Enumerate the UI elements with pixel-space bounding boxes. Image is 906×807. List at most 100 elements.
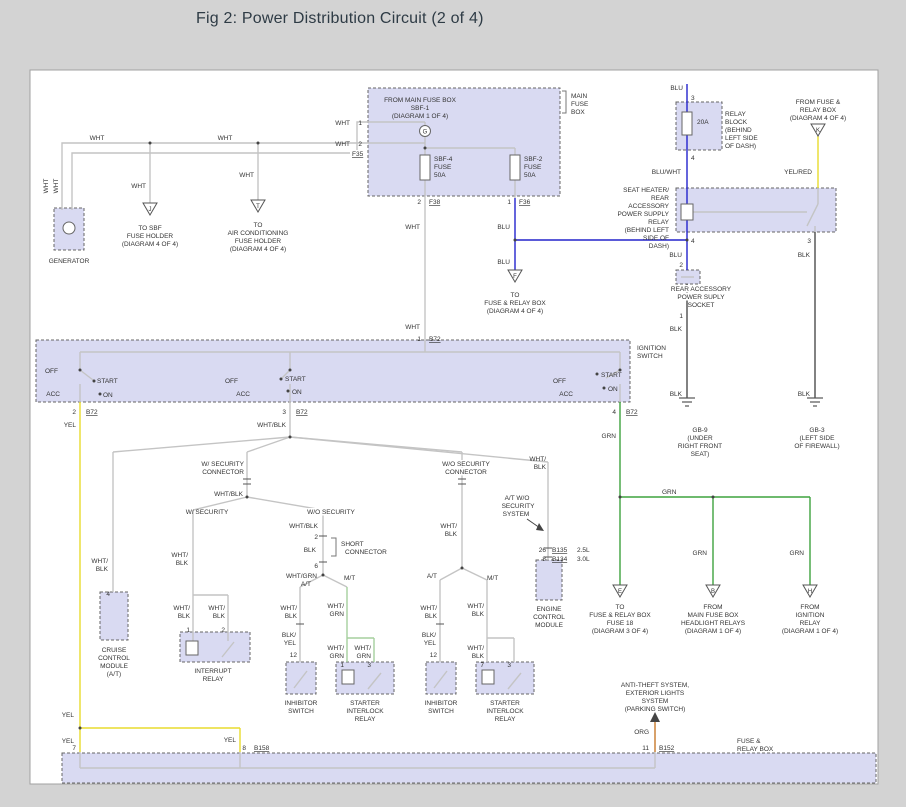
diagram-label: SEAT HEATER/ (623, 187, 669, 194)
diagram-label: BLK (798, 252, 811, 259)
junction-dot (98, 392, 102, 396)
diagram-label: YEL (224, 737, 237, 744)
junction-dot (685, 238, 689, 242)
diagram-label: TO SBF (138, 225, 161, 232)
diagram-label: WHT (131, 183, 146, 190)
diagram-label: 7 (72, 745, 76, 752)
diagram-label: MODULE (100, 663, 128, 670)
diagram-label: BLU/WHT (652, 169, 681, 176)
diagram-label: WHT (335, 141, 350, 148)
diagram-label: BLK (798, 391, 811, 398)
diagram-label: B134 (552, 556, 568, 563)
engine-control-module-box (535, 559, 563, 601)
diagram-label: RELAY (725, 111, 746, 118)
diagram-label: CRUISE (102, 647, 127, 654)
diagram-label: STARTER (350, 700, 380, 707)
diagram-label: B158 (254, 745, 270, 752)
diagram-label: 1 (340, 662, 344, 669)
diagram-label: YEL (62, 738, 75, 745)
diagram-label: WHT (53, 179, 60, 194)
diagram-label: START (97, 378, 118, 385)
diagram-label: (DIAGRAM 4 OF 4) (122, 241, 178, 248)
diagram-label: SOCKET (688, 302, 715, 309)
annotation-arrowhead (650, 712, 660, 722)
diagram-label: WHT/ (327, 603, 344, 610)
diagram-label: BLK (670, 391, 683, 398)
diagram-label: RIGHT FRONT (678, 443, 722, 450)
diagram-label: WHT/GRN (286, 573, 317, 580)
connector-circle (419, 125, 431, 137)
ignition-switch-box (35, 339, 631, 403)
diagram-label: INTERLOCK (486, 708, 524, 715)
junction-dot (460, 566, 464, 570)
diagram-label: FUSE & RELAY BOX (589, 612, 651, 619)
label-bracket (562, 90, 567, 114)
connector-circle (62, 221, 76, 235)
diagram-label: WHT (239, 172, 254, 179)
diagram-label: IGNITION (637, 345, 666, 352)
wire-wht (605, 369, 621, 379)
diagram-label: 1 (679, 313, 683, 320)
diagram-label: (DIAGRAM 4 OF 4) (230, 246, 286, 253)
diagram-label: (BEHIND (725, 127, 752, 134)
wire-wht (221, 641, 235, 658)
diagram-label: (DIAGRAM 4 OF 4) (487, 308, 543, 315)
diagram-label: SBF-2 (524, 156, 543, 163)
diagram-label: SWITCH (288, 708, 314, 715)
junction-dot (148, 141, 152, 145)
diagram-label: IGNITION (796, 612, 825, 619)
diagram-label: 2 (314, 534, 318, 541)
diagram-label: ACCESSORY (628, 203, 669, 210)
label-bg (680, 293, 722, 301)
diagram-label: B72 (296, 409, 308, 416)
diagram-label: WHT/ (280, 605, 297, 612)
junction-dot (288, 368, 292, 372)
diagram-label: WHT/ (467, 603, 484, 610)
diagram-label: CONNECTOR (445, 469, 487, 476)
diagram-label: ACC (46, 391, 60, 398)
diagram-label: LEFT SIDE (725, 135, 758, 142)
wire-wht (112, 436, 291, 453)
diagram-label: SBF-1 (411, 105, 430, 112)
diagram-label: RELAY (800, 620, 821, 627)
diagram-label: BLK (176, 560, 189, 567)
diagram-label: W/ SECURITY (201, 461, 244, 468)
diagram-label: CONTROL (98, 655, 130, 662)
diagram-label: 4 (691, 155, 695, 162)
diagram-label: B152 (659, 745, 675, 752)
wire-wht (367, 672, 382, 690)
diagram-label: GRN (330, 653, 345, 660)
junction-dot (321, 573, 325, 577)
diagram-label: 3 (507, 662, 511, 669)
diagram-label: CONNECTOR (345, 549, 387, 556)
offpage-connector-letter: K (816, 128, 820, 134)
diagram-label: 7 (480, 662, 484, 669)
diagram-label: FUSE (524, 164, 542, 171)
diagram-label: WHT/ (171, 552, 188, 559)
label-bracket (331, 537, 337, 557)
diagram-label: BLK (304, 547, 317, 554)
diagram-label: CONTROL (533, 614, 565, 621)
diagram-label: 2 (72, 409, 76, 416)
diagram-label: SHORT (341, 541, 364, 548)
diagram-label: RELAY BOX (737, 746, 774, 753)
offpage-connector-letter: F (513, 274, 517, 280)
offpage-connector-letter: J (149, 207, 152, 213)
diagram-label: 8 (542, 556, 546, 563)
wire-wht (289, 436, 549, 463)
relay-block-box (675, 101, 723, 151)
diagram-label: 3 (282, 409, 286, 416)
diagram-label: SWITCH (428, 708, 454, 715)
diagram-label: 12 (430, 652, 438, 659)
diagram-label: WHT (218, 135, 233, 142)
diagram-label: GRN (693, 550, 708, 557)
diagram-label: RELAY (355, 716, 376, 723)
diagram-label: 4 (691, 238, 695, 245)
diagram-label: FUSE (434, 164, 452, 171)
diagram-label: BLK (96, 566, 109, 573)
diagram-label: BLK (472, 611, 485, 618)
diagram-label: RELAY (203, 676, 224, 683)
offpage-connector-letter: T (256, 204, 260, 210)
diagram-label: (UNDER (687, 435, 713, 442)
